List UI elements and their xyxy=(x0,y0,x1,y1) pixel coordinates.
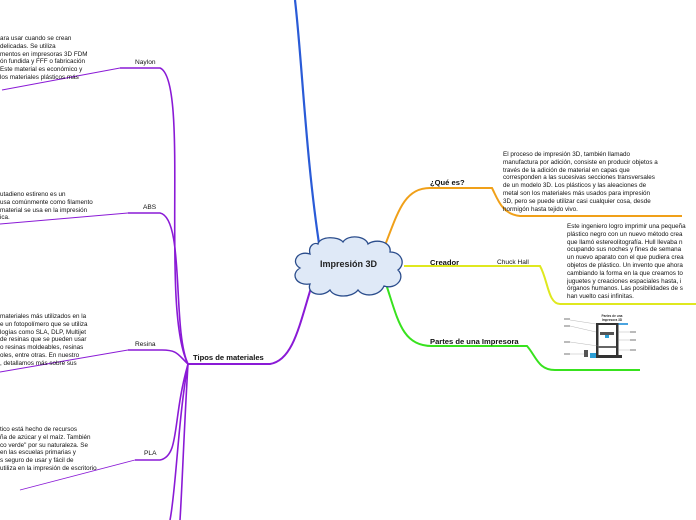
nailon-line: delicadas. Se utiliza xyxy=(0,42,56,50)
creador-line: objetos de plástico. Un invento que ahor… xyxy=(567,261,683,269)
creador-line: ocupando sus noches y fines de semana xyxy=(567,246,682,254)
pla-line: co verde" por su naturaleza. Se xyxy=(0,441,88,449)
central-cloud-shape xyxy=(294,236,403,297)
tipos-label[interactable]: Tipos de materiales xyxy=(193,353,264,362)
resina-line: , detallamos más sobre sus xyxy=(0,359,77,367)
que-es-line: manufactura por adición, consiste en pro… xyxy=(503,158,658,166)
que-es-line: través de la adición de material en capa… xyxy=(503,166,630,174)
creador-line: plástico negro con un nuevo método crea xyxy=(567,230,683,238)
underline-abs xyxy=(0,212,129,225)
resina-text: materiales más utilizados en la e un fot… xyxy=(0,313,112,368)
printer-image-title-1: Partes de una xyxy=(602,314,623,318)
creador-line: órganos humanos. Las posibilidades de s xyxy=(567,285,683,293)
branch-line-abs xyxy=(128,212,189,365)
nailon-line: Este material es económico y xyxy=(0,66,83,74)
branch-line-tipos xyxy=(188,271,317,365)
creador-line: han vuelto casi infinitas. xyxy=(567,293,634,301)
nailon-line: los materiales plásticos más xyxy=(0,73,79,81)
que-es-line: 3D, pero se puede utilizar casi cualquie… xyxy=(503,197,651,205)
pla-label[interactable]: PLA xyxy=(144,450,157,457)
partes-label[interactable]: Partes de una Impresora xyxy=(430,337,519,346)
creador-line: Este ingeniero logro imprimir una pequeñ… xyxy=(567,223,686,230)
que-es-line: corresponden a las sucesivas secciones t… xyxy=(503,174,655,182)
abs-line: material se usa en la impresión xyxy=(0,206,88,214)
printer-parts-image[interactable]: Partes de una Impresora 3D xyxy=(562,312,638,362)
que-es-line: de un modelo 3D. Los plásticos y las ale… xyxy=(503,182,647,190)
creador-text: Este ingeniero logro imprimir una pequeñ… xyxy=(567,223,696,301)
pla-line: ña de azúcar y el maíz. También xyxy=(0,433,91,441)
branch-line-top xyxy=(293,0,322,251)
resina-label[interactable]: Resina xyxy=(135,341,156,348)
branch-line-nailon xyxy=(120,67,189,365)
abs-label[interactable]: ABS xyxy=(143,204,157,211)
pla-line: en las escuelas primarias y xyxy=(0,449,76,457)
nailon-label[interactable]: Naylon xyxy=(135,59,156,66)
branch-line-pla xyxy=(135,363,189,461)
resina-line: o resinas moldeables, resinas xyxy=(0,344,84,352)
resina-line: materiales más utilizados en la xyxy=(0,313,87,320)
pla-line: s seguro de usar y fácil de xyxy=(0,457,74,465)
underline-pla xyxy=(19,459,136,491)
creador-line: un nuevo aparato con el que pudiera crea xyxy=(567,254,684,262)
creador-line: juguetes y creaciones espaciales hasta, … xyxy=(567,277,682,285)
underline-resina xyxy=(0,349,129,373)
que-es-line: metal son los materiales más usados para… xyxy=(503,189,650,197)
resina-line: logías como SLA, DLP, Multijet xyxy=(0,328,86,336)
creador-line: cambiando la forma en la que creamos to xyxy=(567,269,683,277)
printer-image-title-2: Impresora 3D xyxy=(602,318,623,322)
creador-name-label[interactable]: Chuck Hall xyxy=(497,259,529,266)
nailon-line: mentos en impresoras 3D FDM xyxy=(0,50,88,58)
nailon-text: ara usar cuando se crean delicadas. Se u… xyxy=(0,35,110,82)
nailon-line: ara usar cuando se crean xyxy=(0,35,72,42)
que-es-line: hormigón hasta tejido vivo. xyxy=(503,205,578,213)
branch-line-que-es xyxy=(383,187,682,249)
que-es-text: El proceso de impresión 3D, también llam… xyxy=(503,151,693,213)
branch-line-creador xyxy=(404,265,696,305)
branch-line-resina xyxy=(128,349,189,365)
creador-line: que llamó estereolitografía. Hull llevab… xyxy=(567,238,683,246)
abs-line: usa comúnmente como filamento xyxy=(0,198,93,206)
branch-line-bottom-2 xyxy=(179,363,189,520)
resina-line: oles, entre otras. En nuestro xyxy=(0,351,80,359)
pla-text: tico está hecho de recursos ña de azúcar… xyxy=(0,426,118,473)
central-topic-title[interactable]: Impresión 3D xyxy=(320,259,378,269)
branch-line-bottom-1 xyxy=(169,363,189,520)
branch-line-partes xyxy=(385,283,640,371)
resina-line: e un fotopolímero que se utiliza xyxy=(0,320,88,328)
que-es-label[interactable]: ¿Qué es? xyxy=(430,178,465,187)
creador-label[interactable]: Creador xyxy=(430,258,460,267)
pla-line: utiliza en la impresión de escritorio xyxy=(0,464,97,472)
que-es-line: El proceso de impresión 3D, también llam… xyxy=(503,151,631,158)
nailon-line: ón fundida y FFF o fabricación xyxy=(0,58,86,66)
abs-line: ica. xyxy=(0,214,10,222)
resina-line: de resinas que se pueden usar xyxy=(0,336,87,344)
pla-line: tico está hecho de recursos xyxy=(0,426,78,433)
underline-nailon xyxy=(1,67,121,91)
abs-text: utadieno estireno es un usa comúnmente c… xyxy=(0,191,112,222)
abs-line: utadieno estireno es un xyxy=(0,191,66,198)
